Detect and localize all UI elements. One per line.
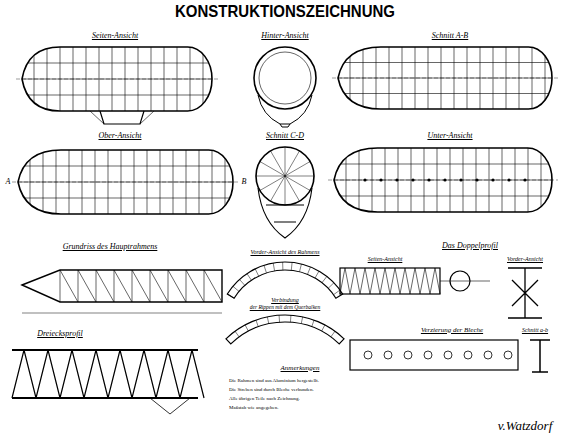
section-ab-detail — [530, 340, 550, 372]
double-profile-side — [340, 268, 440, 294]
side-view-hull — [22, 47, 212, 111]
rear-view-ring — [259, 52, 311, 104]
axis-line — [16, 79, 218, 80]
double-profile-lattice — [340, 268, 440, 294]
side-view-hull-frame — [22, 47, 212, 111]
frame-arch — [227, 262, 342, 298]
view-label: Seiten-Ansicht — [367, 256, 404, 262]
dimension-line — [22, 313, 222, 314]
view-label: Verzierung der Bleche — [420, 327, 484, 334]
frame-arch-ticks — [227, 262, 340, 298]
section-cd-hull — [256, 147, 314, 205]
drawing-title: KONSTRUKTIONSZEICHNUNG — [175, 2, 395, 19]
view-label: A — [5, 178, 12, 186]
double-profile-front — [508, 268, 542, 318]
bottom-view-rivets — [363, 178, 526, 181]
rib-connection-arc-ticks — [226, 315, 344, 344]
note-line: Alle übrigen Teile nach Zeichnung. — [228, 396, 301, 401]
view-label: Dreiecksprofil — [36, 330, 84, 338]
view-label: Verbindung — [270, 297, 300, 303]
view-label: Vorder-Ansicht des Rahmens — [250, 249, 321, 255]
sheet-plate — [350, 340, 518, 370]
view-label: Hinter-Ansicht — [260, 32, 309, 40]
double-profile-axis — [440, 281, 490, 282]
axis-line — [12, 182, 239, 183]
view-label: Das Doppelprofil — [441, 242, 499, 250]
triangle-truss-web — [12, 350, 204, 398]
sheet-holes — [364, 351, 512, 359]
view-label: Schnitt C-D — [265, 132, 305, 140]
axis-line — [332, 78, 558, 79]
view-label: Schnitt A-B — [431, 32, 470, 40]
section-cd-spokes — [256, 147, 314, 205]
view-label: Anmerkungen — [280, 365, 321, 372]
main-frame-bracing — [60, 270, 222, 302]
note-line: Die Rahmen sind aus Aluminium hergestell… — [228, 378, 320, 383]
view-label: Ober-Ansicht — [98, 132, 143, 140]
rear-view-hull — [254, 47, 316, 109]
section-cd-cradle — [258, 188, 312, 238]
view-label: Vorder-Ansicht — [506, 256, 544, 262]
view-label: Seiten-Ansicht — [91, 32, 139, 40]
rear-view-struts — [258, 95, 312, 127]
truss-detail — [150, 398, 190, 414]
gondola — [100, 111, 144, 124]
main-frame-plan — [22, 270, 222, 302]
gondola-struts — [90, 111, 154, 124]
view-label: Unter-Ansicht — [426, 132, 473, 140]
view-label: B — [241, 178, 248, 186]
view-label: Schnitt a-b — [521, 327, 549, 333]
note-line: Die Streben sind durch Bleche verbunden. — [228, 387, 315, 392]
note-line: Maßstab wie angegeben. — [228, 405, 280, 410]
view-label: der Rippen mit dem Querbalken — [249, 305, 322, 311]
view-label: Grundriss des Hauptrahmens — [62, 243, 159, 251]
rib-connection-arc — [226, 315, 344, 344]
signature: v.Watzdorf — [497, 419, 554, 432]
